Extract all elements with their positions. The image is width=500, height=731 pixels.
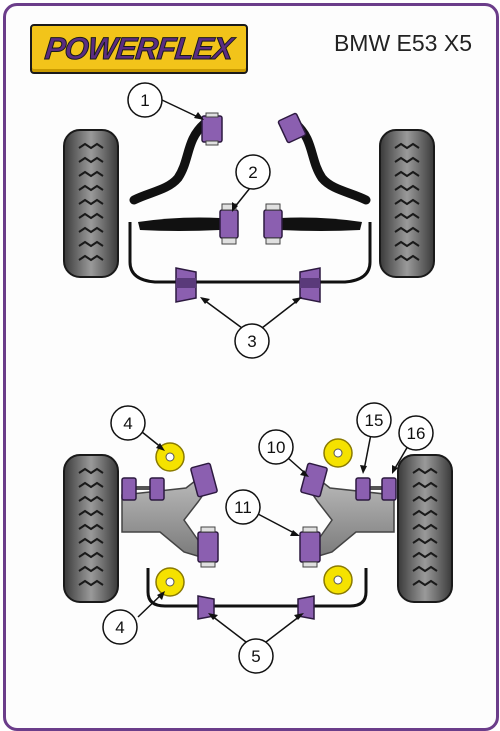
callout-15-label: 15	[365, 411, 384, 430]
front-right-link	[291, 119, 371, 205]
front-axle	[63, 99, 435, 329]
callout-11-label: 11	[234, 498, 252, 517]
rear-lower-right-yellow-bush	[323, 565, 353, 595]
callout-15: 15	[356, 402, 392, 438]
front-anti-roll-bar-bush-right	[299, 267, 321, 303]
powerflex-logo: POWERFLEX	[30, 24, 248, 74]
rear-axle	[63, 431, 453, 643]
callout-10: 10	[258, 429, 294, 465]
rear-lower-left-yellow-bush	[155, 567, 185, 597]
rear-left-outer-bush	[121, 477, 137, 501]
rear-right-outer-bush	[381, 477, 397, 501]
rear-anti-roll-bar-bush-right	[297, 595, 315, 620]
callout-4-lower: 4	[102, 609, 138, 645]
front-anti-roll-bar	[128, 222, 372, 284]
callout-3: 3	[234, 323, 270, 359]
front-right-lower-arm	[280, 217, 362, 231]
callout-16: 16	[398, 415, 434, 451]
vehicle-title: BMW E53 X5	[333, 30, 472, 56]
callout-4-lower-label: 4	[115, 618, 124, 637]
front-left-link	[129, 119, 209, 205]
rear-right-trailing-bush	[300, 462, 328, 498]
callout-11: 11	[225, 489, 261, 525]
callout-2-label: 2	[248, 163, 257, 182]
rear-left-lower-bush	[197, 526, 219, 568]
front-anti-roll-bar-bush-left	[175, 267, 197, 303]
callout-1: 1	[127, 82, 163, 118]
front-left-tyre	[63, 129, 119, 278]
rear-left-inner-bush	[149, 477, 165, 501]
callout-2: 2	[235, 154, 271, 190]
callout-1-label: 1	[140, 91, 149, 110]
callout-4-upper: 4	[110, 405, 146, 441]
callout-10-label: 10	[267, 438, 286, 457]
callout-16-label: 16	[407, 424, 426, 443]
rear-right-lower-bush	[299, 526, 321, 568]
callout-5-label: 5	[251, 647, 260, 666]
diagram-frame	[3, 3, 499, 731]
front-top-mount-right-bush	[277, 112, 307, 144]
front-right-tyre	[379, 129, 435, 278]
rear-right-inner-bush	[355, 477, 371, 501]
front-wishbone-right-bush	[263, 203, 283, 245]
front-wishbone-left-bush	[219, 203, 239, 245]
callout-5: 5	[238, 638, 274, 674]
front-top-mount-left-bush	[201, 112, 223, 146]
rear-anti-roll-bar	[146, 568, 368, 608]
callout-3-label: 3	[247, 332, 256, 351]
callout-4-upper-label: 4	[123, 414, 132, 433]
rear-left-tyre	[63, 454, 119, 603]
rear-right-tyre	[397, 454, 453, 603]
rear-upper-right-yellow-bush	[323, 438, 353, 468]
rear-left-trailing-bush	[190, 462, 218, 498]
front-left-lower-arm	[138, 217, 220, 231]
